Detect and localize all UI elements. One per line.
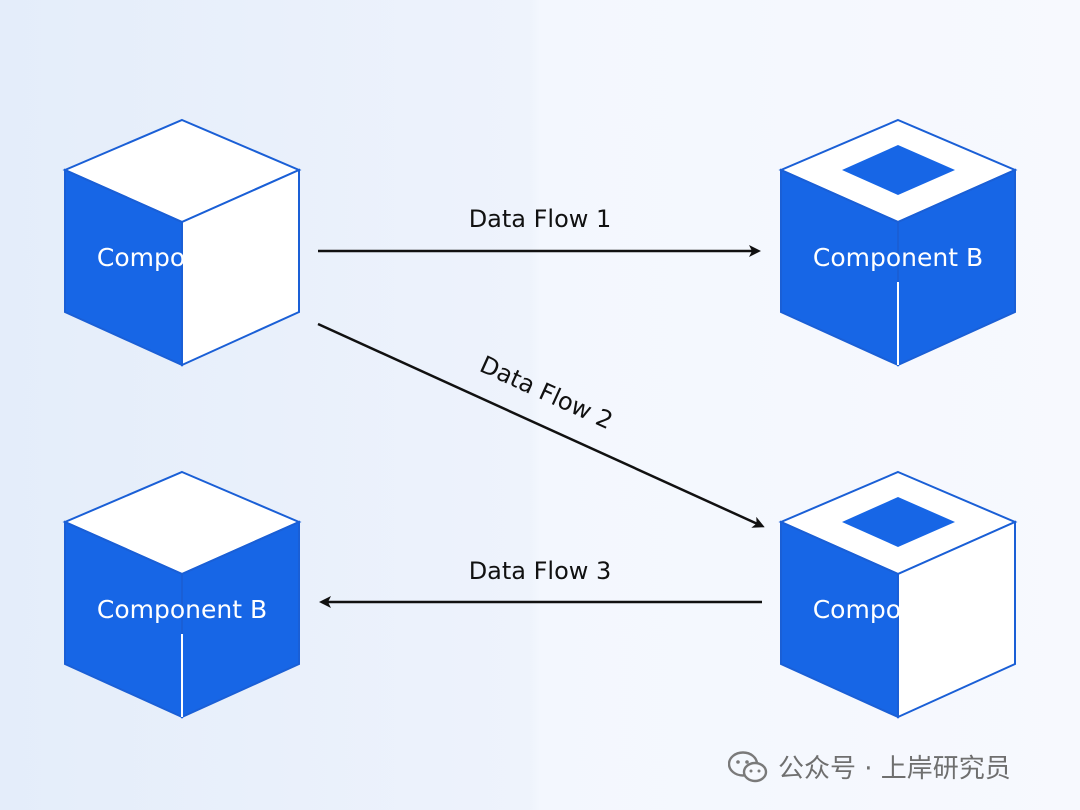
component-a-label: Component A — [97, 243, 267, 272]
data-flow-2: Data Flow 2 — [317, 322, 765, 528]
flow-3-label: Data Flow 3 — [469, 557, 612, 585]
data-flow-3: Data Flow 3 — [319, 557, 762, 608]
component-b-top-label: Component B — [813, 243, 983, 272]
data-flow-1: Data Flow 1 — [318, 205, 761, 257]
flow-2-arrow — [317, 322, 765, 528]
component-c-label: Component C — [813, 595, 984, 624]
component-b-bottom-cube[interactable]: Component B — [62, 470, 302, 719]
component-a-cube[interactable]: Component A — [62, 118, 302, 367]
cube-right-face — [897, 520, 1016, 719]
flow-2-label: Data Flow 2 — [476, 350, 617, 435]
watermark: 公众号 · 上岸研究员 — [728, 748, 1011, 785]
component-b-bottom-label: Component B — [97, 595, 267, 624]
component-b-top-cube[interactable]: Component B — [778, 118, 1018, 367]
watermark-text: 公众号 · 上岸研究员 — [778, 754, 1011, 784]
cube-top-inset — [842, 497, 955, 547]
cube-right-face — [181, 168, 300, 367]
flow-1-label: Data Flow 1 — [469, 205, 612, 233]
cube-top-inset — [842, 145, 955, 195]
component-c-cube[interactable]: Component C — [778, 470, 1018, 719]
wechat-icon — [728, 750, 768, 782]
